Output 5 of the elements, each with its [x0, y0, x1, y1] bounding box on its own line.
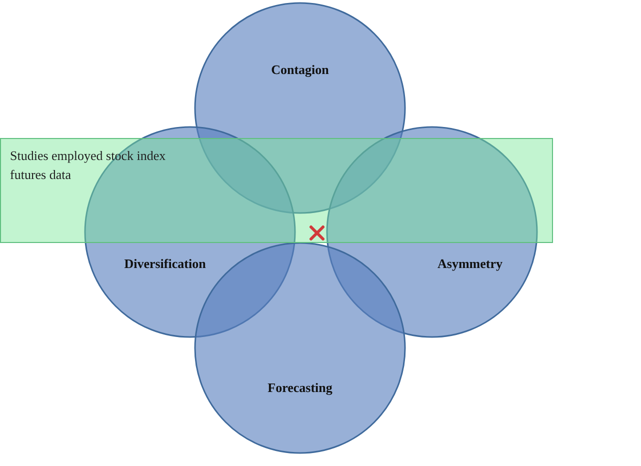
circle-label: Asymmetry — [438, 256, 502, 272]
circle-label: Diversification — [124, 256, 206, 272]
band-label: Studies employed stock index futures data — [10, 147, 167, 184]
circle-label: Forecasting — [268, 380, 332, 396]
circle-label: Contagion — [271, 62, 329, 78]
